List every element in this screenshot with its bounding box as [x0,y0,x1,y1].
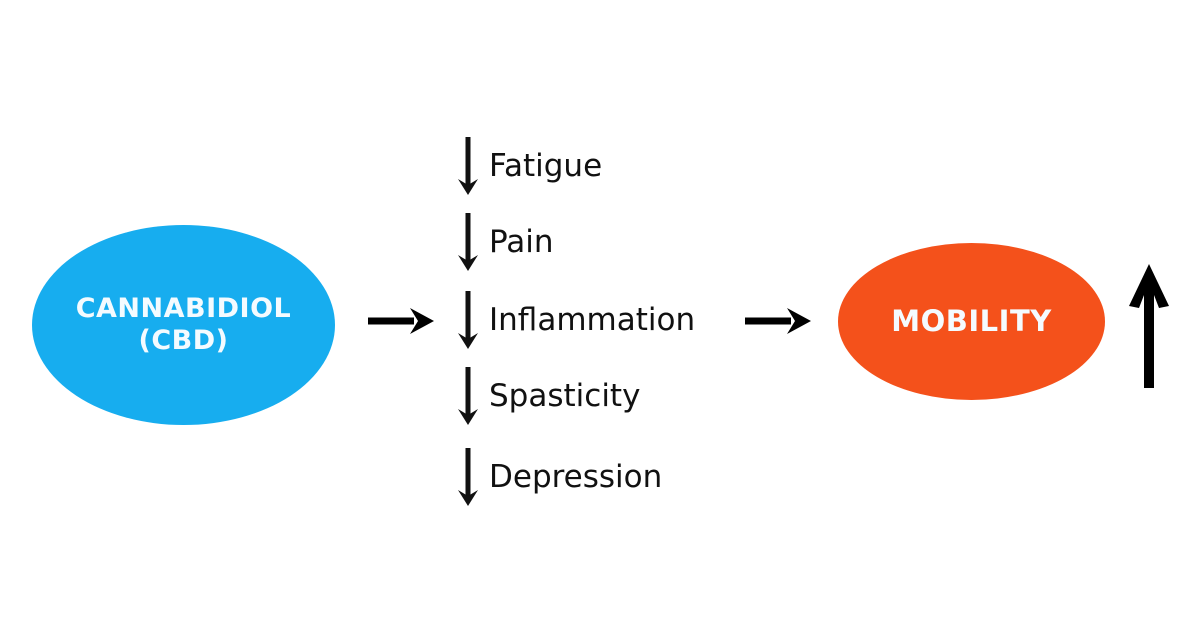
node-mobility[interactable]: MOBILITY [838,243,1105,400]
list-item[interactable]: Spasticity [455,367,641,425]
node-mobility-label: MOBILITY [891,304,1052,339]
down-arrow-icon [458,367,478,425]
down-arrow-icon [458,291,478,349]
symptom-label-pain: Pain [489,223,554,260]
node-cannabidiol-line1: CANNABIDIOL [75,293,292,325]
symptom-label-spasticity: Spasticity [489,377,641,414]
down-arrow-icon [458,137,478,195]
symptom-label-fatigue: Fatigue [489,147,603,184]
symptom-label-inflammation: Inflammation [489,301,696,338]
right-arrow-icon [745,308,811,334]
list-item[interactable]: Pain [455,213,554,271]
down-arrow-icon [458,213,478,271]
list-item[interactable]: Fatigue [455,137,603,195]
list-item[interactable]: Depression [455,448,663,506]
symptom-label-depression: Depression [489,458,663,495]
down-arrow-icon [458,448,478,506]
list-item[interactable]: Inflammation [455,291,696,349]
node-cannabidiol-line2: (CBD) [138,325,229,356]
node-cannabidiol-text: CANNABIDIOL (CBD) [76,293,292,357]
right-arrow-icon [368,308,434,334]
node-cannabidiol[interactable]: CANNABIDIOL (CBD) [32,225,335,425]
up-arrow-icon [1129,264,1169,388]
